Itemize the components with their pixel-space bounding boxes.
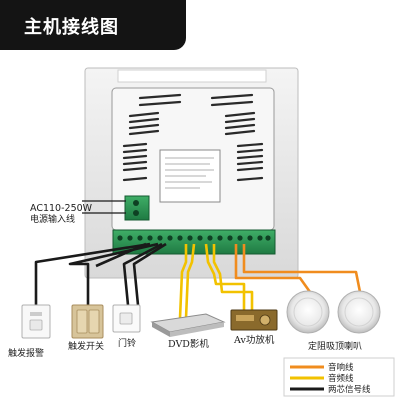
legend: 音响线 音频线 两芯信号线	[283, 357, 395, 397]
speaker-wires	[234, 244, 362, 293]
host-board	[111, 87, 275, 231]
av-amplifier	[230, 309, 278, 331]
page-title: 主机接线图	[24, 17, 119, 38]
title-bar: 主机接线图	[0, 0, 186, 50]
power-input-label: 电源输入线	[30, 213, 75, 225]
alarm-device	[21, 304, 51, 339]
dvd-player	[150, 313, 226, 337]
switch-device	[71, 304, 104, 339]
vent-slots	[122, 93, 264, 182]
ceiling-speaker	[337, 290, 381, 334]
legend-label: 音响线	[328, 362, 354, 373]
speaker-label: 定阻吸顶喇叭	[308, 340, 362, 352]
power-terminal	[124, 195, 150, 221]
sticker-lines	[165, 157, 214, 189]
legend-label: 音频线	[328, 373, 354, 384]
legend-label: 两芯信号线	[328, 384, 371, 395]
power-wires	[82, 200, 126, 214]
doorbell-device	[112, 304, 141, 333]
doorbell-label: 门铃	[118, 337, 136, 349]
alarm-label: 触发报警	[8, 347, 44, 359]
power-screw	[133, 200, 139, 206]
host-panel	[84, 67, 299, 279]
power-screw	[133, 210, 139, 216]
signal-wires	[34, 242, 167, 306]
amplifier-label: Av功放机	[233, 334, 275, 346]
power-voltage-label: AC110-250W	[30, 203, 93, 214]
audio-wires	[178, 243, 254, 319]
ceiling-speaker	[286, 290, 330, 334]
switch-label: 触发开关	[68, 340, 104, 352]
dvd-label: DVD影机	[168, 338, 209, 350]
